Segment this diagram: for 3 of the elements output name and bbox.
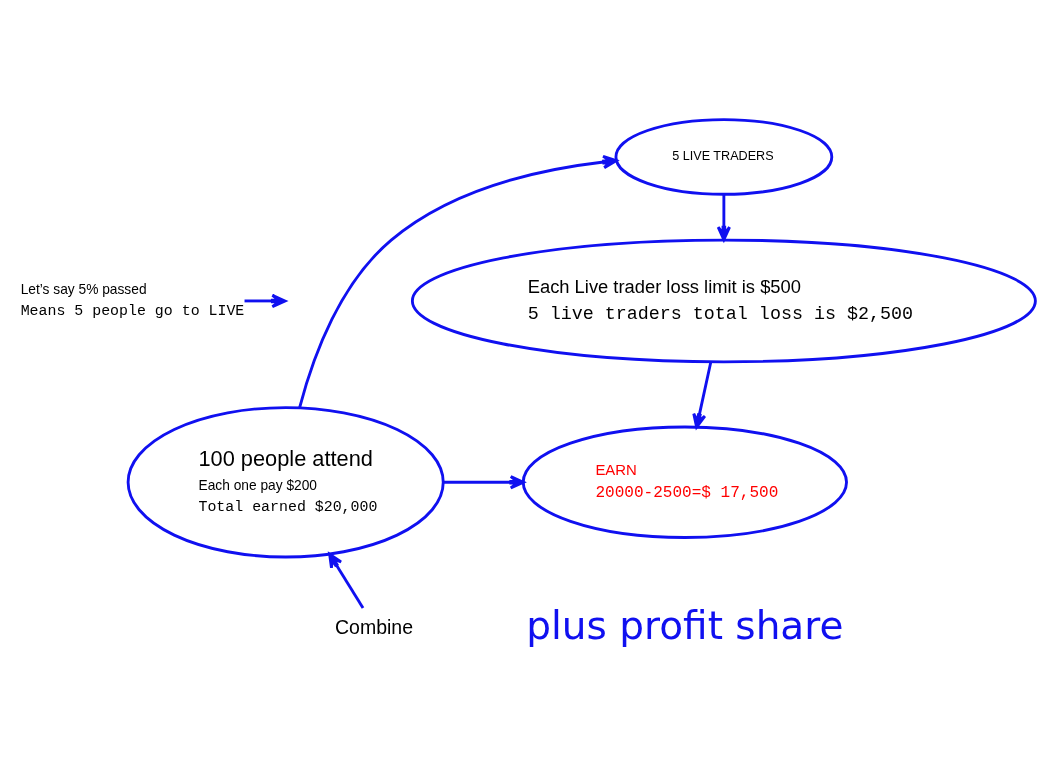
node-text: Let’s say 5% passed Means 5 people go to LIVE: [20, 281, 245, 320]
node-label: plus profit share: [526, 602, 844, 648]
node-text: Combine: [334, 615, 414, 638]
